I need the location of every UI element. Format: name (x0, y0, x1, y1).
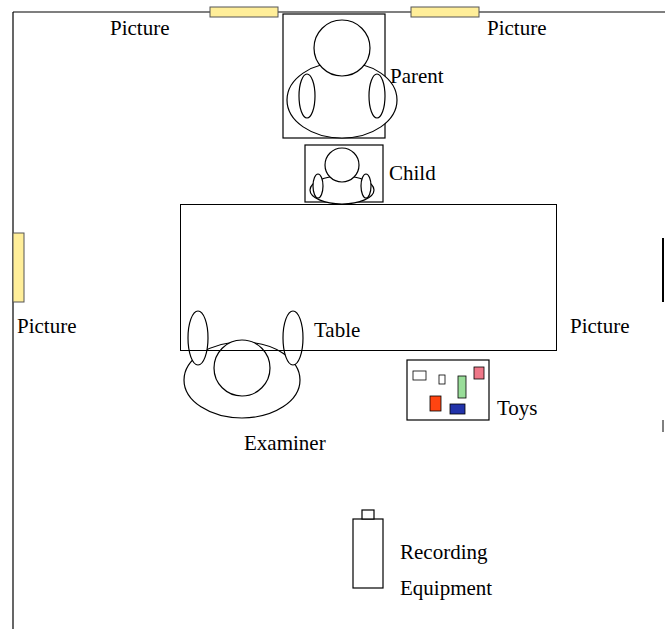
person-arm (283, 311, 303, 365)
picture-frame (210, 7, 278, 17)
wall (662, 238, 664, 302)
person-head (214, 340, 270, 396)
toy (450, 404, 465, 414)
person-arm (313, 174, 323, 198)
toy (458, 376, 466, 398)
picture-label: Picture (487, 16, 546, 40)
toys-label: Toys (497, 396, 538, 420)
toy (430, 396, 441, 411)
person-label: Child (389, 161, 436, 185)
person-arm (188, 311, 208, 365)
wall (663, 420, 664, 432)
equipment-label: Recording Equipment (400, 534, 525, 606)
toy-box (407, 360, 489, 420)
person-arm (361, 174, 371, 198)
person-arm (299, 74, 315, 118)
table-box: Table (180, 204, 557, 351)
toy (439, 375, 445, 384)
picture-label: Picture (17, 314, 76, 338)
person-head (325, 148, 359, 182)
toy (413, 371, 426, 380)
wall (12, 12, 13, 629)
picture-frame (411, 7, 479, 17)
table-label: Table (312, 318, 362, 342)
person-head (314, 20, 370, 76)
picture-label: Picture (570, 314, 629, 338)
toy (474, 367, 484, 379)
person-arm (369, 74, 385, 118)
person-label: Parent (390, 64, 444, 88)
picture-label: Picture (110, 16, 169, 40)
recording-device (362, 510, 374, 519)
recording-device (353, 519, 383, 588)
wall (13, 11, 665, 12)
picture-frame (13, 233, 24, 302)
person-label: Examiner (244, 431, 326, 455)
